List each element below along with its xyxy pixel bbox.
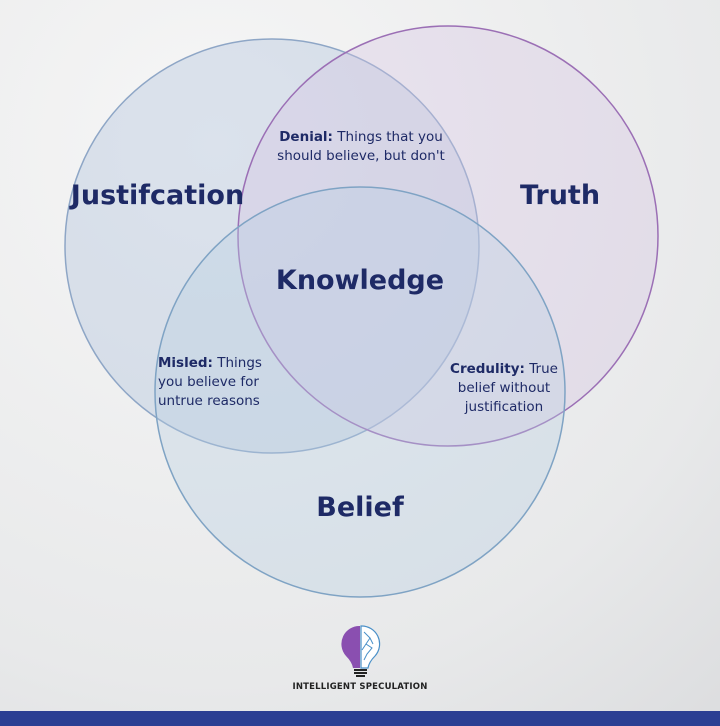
knowledge-label: Knowledge — [275, 265, 445, 296]
truth-label: Truth — [519, 180, 601, 211]
denial-title: Denial: — [279, 129, 333, 145]
justification-circle — [64, 38, 480, 454]
justification-label: Justifcation — [70, 180, 245, 211]
truth-circle — [237, 25, 659, 447]
misled-title: Misled: — [158, 355, 213, 371]
lightbulb-brain-logo-icon — [341, 625, 381, 677]
misled-description: Things you believe for untrue reasons — [158, 355, 262, 409]
credulity-title: Credulity: — [450, 361, 525, 377]
credulity-region-text: Credulity: True belief without justifica… — [440, 360, 568, 417]
denial-description: Things that you should believe, but don'… — [277, 129, 445, 164]
misled-region-text: Misled: Things you believe for untrue re… — [158, 354, 283, 411]
denial-region-text: Denial: Things that you should believe, … — [272, 128, 450, 166]
belief-label: Belief — [316, 492, 404, 523]
belief-circle — [154, 186, 566, 598]
bottom-bar — [0, 711, 720, 726]
credulity-description: True belief without justification — [457, 361, 558, 415]
logo-text: INTELLIGENT SPECULATION — [292, 682, 428, 692]
